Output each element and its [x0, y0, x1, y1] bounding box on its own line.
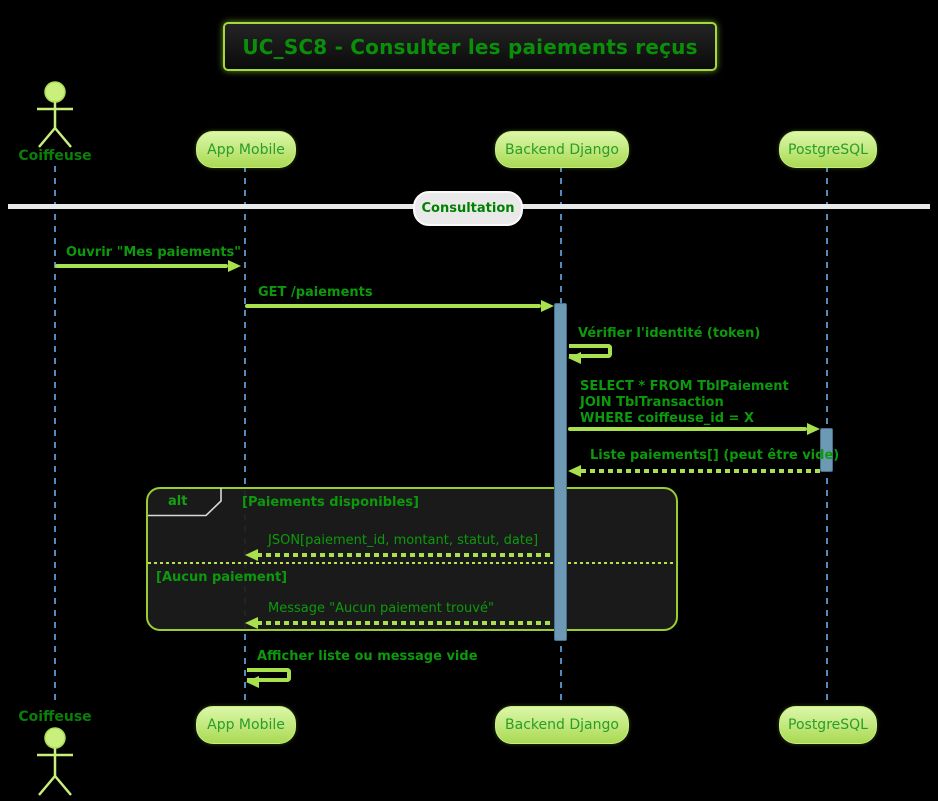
actor-coiffeuse-label-top: Coiffeuse [18, 148, 92, 164]
alt-frame-tab [148, 488, 222, 517]
message-get-paiements-line [245, 304, 541, 308]
message-display-list-loop [247, 668, 291, 682]
message-sql-line [568, 427, 807, 431]
arrowhead-left-icon [245, 617, 258, 629]
message-empty-line [257, 621, 554, 625]
actor-stick-figure-icon [37, 727, 73, 796]
message-liste-paiements-label: Liste paiements[] (peut être vide) [590, 448, 840, 463]
actor-stick-figure-icon [37, 81, 73, 148]
participant-app-mobile-bottom: App Mobile [196, 706, 296, 744]
participant-app-mobile-top: App Mobile [196, 131, 296, 168]
message-sql-line-1: SELECT * FROM TblPaiement [580, 379, 789, 394]
arrowhead-left-icon [568, 465, 581, 477]
participant-postgresql-top: PostgreSQL [779, 131, 877, 168]
message-json-response-label: JSON[paiement_id, montant, statut, date] [268, 533, 539, 548]
participant-label: PostgreSQL [788, 141, 868, 158]
message-open-payments-line [55, 264, 228, 268]
alt-frame [146, 487, 678, 631]
participant-backend-top: Backend Django [495, 131, 629, 168]
message-verify-token-label: Vérifier l'identité (token) [578, 326, 761, 341]
participant-label: App Mobile [207, 717, 285, 733]
message-empty-label: Message "Aucun paiement trouvé" [268, 601, 494, 616]
lifeline-app-mobile [244, 166, 246, 706]
alt-guard-empty: [Aucun paiement] [156, 570, 288, 585]
divider-consultation: Consultation [413, 191, 523, 226]
arrowhead-right-icon [228, 260, 241, 272]
message-verify-token-loop [569, 344, 612, 358]
message-open-payments-label: Ouvrir "Mes paiements" [66, 245, 242, 260]
participant-label: PostgreSQL [788, 717, 868, 733]
message-liste-paiements-line [581, 469, 820, 473]
activation-backend [554, 303, 567, 641]
message-get-paiements-label: GET /paiements [258, 285, 373, 300]
message-sql-line-2: JOIN TblTransaction [580, 395, 724, 410]
actor-coiffeuse-label-bottom: Coiffeuse [18, 709, 92, 725]
arrowhead-left-icon [568, 352, 581, 364]
activation-postgresql [820, 428, 833, 472]
message-sql-line-3: WHERE coiffeuse_id = X [580, 411, 754, 426]
participant-label: Backend Django [505, 717, 619, 733]
alt-guard-available: [Paiements disponibles] [242, 495, 419, 510]
alt-frame-divider [148, 562, 676, 564]
message-json-response-line [257, 553, 554, 557]
participant-label: Backend Django [505, 141, 619, 158]
participant-label: App Mobile [207, 141, 285, 158]
participant-backend-bottom: Backend Django [495, 706, 629, 744]
diagram-title: UC_SC8 - Consulter les paiements reçus [223, 22, 717, 71]
arrowhead-right-icon [807, 423, 820, 435]
lifeline-coiffeuse [54, 166, 56, 706]
participant-postgresql-bottom: PostgreSQL [779, 706, 877, 744]
alt-operator-label: alt [168, 494, 188, 509]
arrowhead-left-icon [246, 676, 259, 688]
arrowhead-left-icon [245, 549, 258, 561]
message-display-list-label: Afficher liste ou message vide [257, 649, 478, 664]
arrowhead-right-icon [541, 300, 554, 312]
